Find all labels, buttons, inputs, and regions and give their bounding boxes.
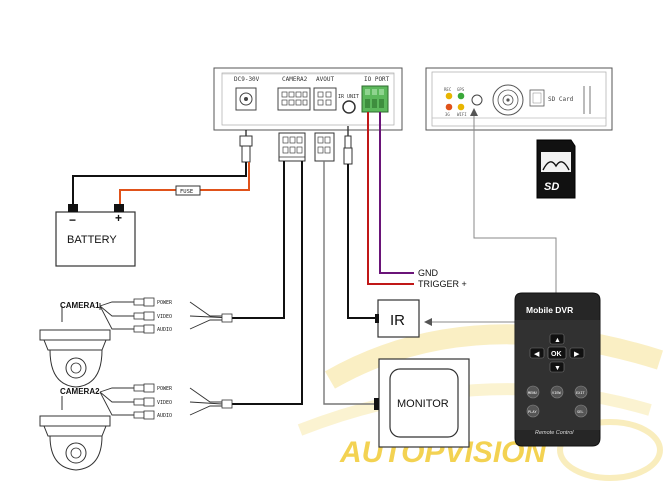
monitor-label: MONITOR xyxy=(397,398,449,410)
remote-dpad: ▲ ▼ ◀ ▶ OK xyxy=(529,333,585,373)
dc-jack xyxy=(235,87,257,111)
led-label-rec: REC xyxy=(444,87,452,92)
io-port-wires: GND TRIGGER + xyxy=(367,112,467,289)
key-lock xyxy=(492,84,524,116)
dvr-back-panel: REC GPS 3G WIFI SD Card xyxy=(425,67,613,131)
camera2: CAMERA2 POWER VIDEO AUDIO xyxy=(39,383,233,471)
led-label-3g: 3G xyxy=(445,112,450,117)
sd-slot-label: SD Card xyxy=(548,96,574,103)
led-label-wifi: WIFI xyxy=(457,112,467,117)
remote-ok-label: OK xyxy=(551,351,562,358)
remote-control: Mobile DVR ▲ ▼ ◀ ▶ OK MENU VIEW EXIT PLA… xyxy=(514,292,601,447)
camera-port-label: CAMERA2 xyxy=(282,76,308,83)
camera1: CAMERA1 POWER VIDEO AUDIO xyxy=(39,297,233,388)
avout-connector xyxy=(313,87,337,111)
front-panel-leads xyxy=(239,126,353,165)
led-label-gps: GPS xyxy=(457,87,465,92)
led-wifi xyxy=(457,103,465,111)
monitor: MONITOR xyxy=(374,358,470,448)
io-port-terminal xyxy=(361,85,389,113)
svg-text:▲: ▲ xyxy=(554,337,561,344)
ir-receiver: IR xyxy=(375,299,420,338)
remote-footer: Remote Control xyxy=(535,430,574,436)
camera1-audio-label: AUDIO xyxy=(157,327,172,333)
watermark: AUTOPVISION xyxy=(297,324,664,481)
battery-plus: + xyxy=(115,211,122,225)
remote-btn-menu: MENU xyxy=(528,391,537,395)
monitor-wire xyxy=(323,161,378,405)
camera-connector xyxy=(277,87,311,111)
led-rec xyxy=(445,92,453,100)
battery: − + BATTERY xyxy=(55,204,136,267)
svg-text:◀: ◀ xyxy=(534,351,540,358)
ir-jack xyxy=(342,100,356,114)
dc-label: DC9-30V xyxy=(234,76,260,83)
remote-title: Mobile DVR xyxy=(526,305,573,315)
led-3g xyxy=(445,103,453,111)
dvr-front-panel: DC9-30V CAMERA2 AVOUT IO PORT IR UNIT xyxy=(213,67,403,131)
power-wires: FUSE xyxy=(72,162,250,206)
io-port-label: IO PORT xyxy=(364,76,390,83)
remote-btn-play: PLAY xyxy=(528,410,537,414)
gnd-label: GND xyxy=(418,268,439,278)
camera1-video-label: VIDEO xyxy=(157,314,172,320)
avout-label: AVOUT xyxy=(316,76,334,83)
camera2-power-label: POWER xyxy=(157,386,173,392)
remote-btn-exit: EXIT xyxy=(576,391,585,395)
ir-wire xyxy=(347,164,378,319)
camera-feed-wires xyxy=(232,161,303,405)
trigger-label: TRIGGER + xyxy=(418,279,467,289)
led-gps xyxy=(457,92,465,100)
fuse-label: FUSE xyxy=(180,189,193,195)
ir-box-label: IR xyxy=(390,312,405,329)
camera2-audio-label: AUDIO xyxy=(157,413,172,419)
remote-btn-view: VIEW xyxy=(552,391,561,395)
battery-minus: − xyxy=(69,213,76,227)
sd-card: SD xyxy=(536,139,576,199)
svg-text:▼: ▼ xyxy=(554,365,561,372)
camera2-label: CAMERA2 xyxy=(60,387,100,396)
camera1-label: CAMERA1 xyxy=(60,301,100,310)
sd-card-slot: SD Card xyxy=(529,86,591,114)
fuse xyxy=(175,185,201,196)
ir-unit-label: IR UNIT xyxy=(338,94,359,100)
battery-label: BATTERY xyxy=(67,234,117,246)
camera1-power-label: POWER xyxy=(157,300,173,306)
dvr-button xyxy=(471,94,483,106)
svg-text:▶: ▶ xyxy=(574,351,580,358)
remote-btn-sel: SEL xyxy=(577,410,584,414)
sd-logo-text: SD xyxy=(544,181,559,193)
camera2-video-label: VIDEO xyxy=(157,400,172,406)
